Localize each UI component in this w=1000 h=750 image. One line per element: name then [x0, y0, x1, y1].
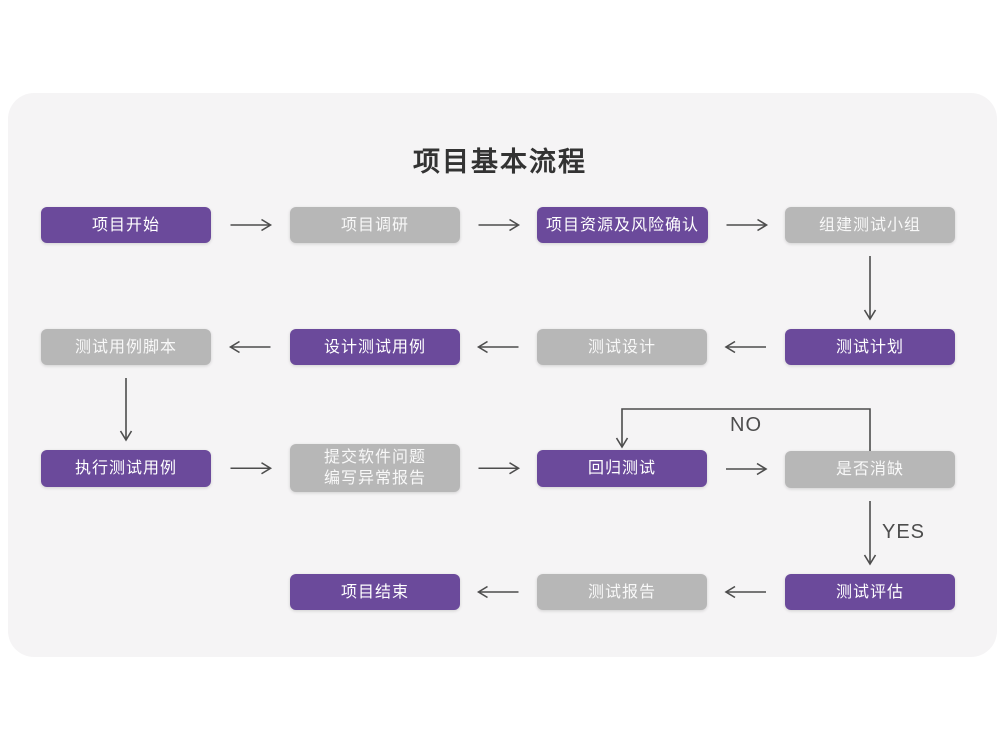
- flow-node-label: 执行测试用例: [74, 460, 177, 477]
- flow-node-label: 项目开始: [91, 216, 160, 234]
- flow-node-risk: 项目资源及风险确认: [537, 207, 708, 243]
- flow-node-label: 组建测试小组: [818, 216, 921, 234]
- flow-node-team: 组建测试小组: [785, 207, 955, 243]
- flow-node-label: 是否消缺: [835, 461, 904, 478]
- flow-node-cases: 设计测试用例: [290, 329, 460, 365]
- flow-node-label: 项目资源及风险确认: [545, 216, 699, 234]
- flow-node-label: 编写异常报告: [323, 470, 426, 487]
- flow-node-label: 测试计划: [835, 338, 904, 356]
- edge-label-yes: YES: [882, 520, 926, 543]
- flow-node-execute: 执行测试用例: [41, 450, 211, 487]
- flow-node-research: 项目调研: [290, 207, 460, 243]
- flow-node-start: 项目开始: [41, 207, 211, 243]
- flow-node-test-report: 测试报告: [537, 574, 707, 610]
- flow-node-label: 测试用例脚本: [74, 338, 177, 356]
- flow-node-label: 回归测试: [587, 460, 656, 477]
- flow-node-label: 测试设计: [587, 338, 656, 356]
- flowchart-card: [8, 93, 997, 657]
- flow-node-label: 提交软件问题: [323, 449, 426, 466]
- flow-node-defect: 是否消缺: [785, 451, 955, 488]
- flow-node-label: 测试评估: [835, 583, 904, 601]
- flow-node-regression: 回归测试: [537, 450, 707, 487]
- diagram-title: 项目基本流程: [413, 147, 587, 177]
- flow-node-plan: 测试计划: [785, 329, 955, 365]
- flow-node-evaluate: 测试评估: [785, 574, 955, 610]
- flow-node-label: 设计测试用例: [323, 338, 426, 356]
- flow-node-scripts: 测试用例脚本: [41, 329, 211, 365]
- flow-node-label: 测试报告: [587, 583, 656, 601]
- edge-label-no: NO: [730, 414, 762, 436]
- flow-node-label: 项目调研: [340, 216, 409, 234]
- flow-node-report-issue: 提交软件问题编写异常报告: [290, 444, 460, 492]
- flow-node-end: 项目结束: [290, 574, 460, 610]
- flow-node-label: 项目结束: [340, 583, 409, 601]
- flow-node-design: 测试设计: [537, 329, 707, 365]
